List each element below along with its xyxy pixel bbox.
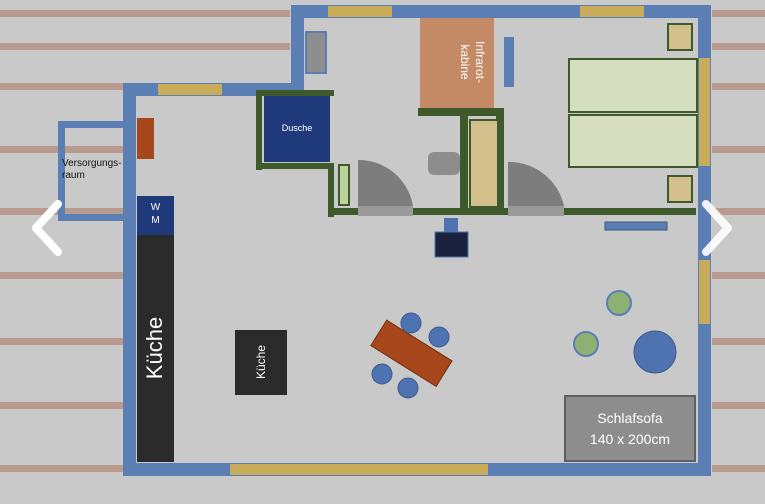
next-button[interactable] xyxy=(698,196,738,260)
label-infrarotkabine: Infrarot- kabine xyxy=(432,34,487,90)
label-wm-line1: W xyxy=(150,202,161,213)
chevron-left-icon xyxy=(32,200,62,256)
label-schlafsofa-line2: 140 x 200cm xyxy=(589,431,671,447)
versorgungsraum-walls xyxy=(58,121,136,221)
shower-tray xyxy=(338,164,350,206)
infrared-cabin xyxy=(420,18,494,108)
sofa-bed xyxy=(564,395,696,462)
label-kueche-island: Küche xyxy=(254,344,268,380)
doors xyxy=(358,159,564,216)
round-ottoman xyxy=(633,330,677,374)
door-bedroom xyxy=(508,161,564,206)
door-bath xyxy=(358,159,413,206)
label-versorgungsraum: Versorgungs- raum xyxy=(62,158,128,182)
label-schlafsofa-line1: Schlafsofa xyxy=(597,410,663,426)
radiator xyxy=(604,221,668,231)
boiler xyxy=(137,118,154,159)
dining-table xyxy=(370,319,453,388)
kitchen-counter xyxy=(137,235,174,462)
nightstand-bottom xyxy=(667,175,693,203)
toilet xyxy=(428,152,460,175)
label-infrarot-line1: Infrarot- xyxy=(473,40,487,83)
tv-stand xyxy=(444,218,458,232)
kitchen-island xyxy=(235,330,287,395)
prev-button[interactable] xyxy=(26,196,66,260)
shower xyxy=(264,96,330,162)
tv xyxy=(434,231,469,258)
dining-chairs xyxy=(371,312,450,399)
windows xyxy=(158,6,710,475)
bath-fixture-right xyxy=(504,37,514,87)
label-schlafsofa: Schlafsofa 140 x 200cm xyxy=(565,408,695,450)
label-wm: W M xyxy=(137,201,174,227)
label-versorgungsraum-line2: raum xyxy=(62,170,85,181)
washing-machine xyxy=(137,196,174,235)
label-versorgungsraum-line1: Versorgungs- xyxy=(62,158,122,169)
side-table-top xyxy=(606,290,632,316)
nightstand-top xyxy=(667,23,693,51)
bath-cabinet xyxy=(469,119,499,208)
label-kueche-counter: Küche xyxy=(142,316,167,380)
side-table-left xyxy=(573,331,599,357)
bath-fixture-left xyxy=(305,31,327,74)
label-infrarot-line2: kabine xyxy=(458,44,472,80)
bed xyxy=(568,58,698,168)
label-wm-line2: M xyxy=(151,215,160,226)
chevron-right-icon xyxy=(702,200,732,256)
label-dusche: Dusche xyxy=(281,123,313,133)
